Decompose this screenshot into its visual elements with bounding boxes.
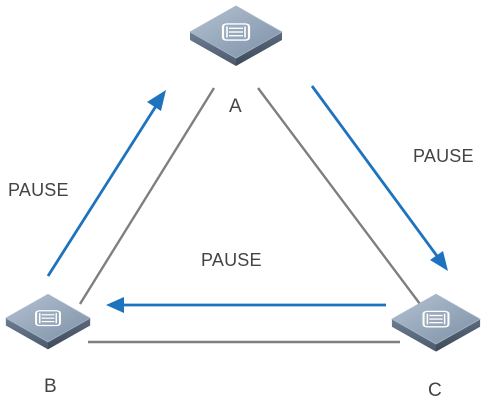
node-label-a: A — [229, 96, 242, 117]
pause-arrow-c-to-b — [106, 297, 386, 313]
pause-arrow-b-to-a — [46, 90, 166, 277]
pause-label-b-to-a: PAUSE — [8, 180, 69, 200]
pause-label-c-to-b: PAUSE — [201, 250, 262, 270]
network-switch-icon — [188, 4, 284, 68]
network-switch-icon — [390, 293, 482, 353]
node-label-b: B — [44, 376, 57, 397]
network-switch-icon — [4, 293, 92, 351]
link-a-c — [257, 87, 421, 305]
node-label-c: C — [428, 380, 442, 401]
pause-arrow-a-to-c — [310, 85, 448, 271]
link-a-b — [78, 87, 216, 305]
pause-label-a-to-c: PAUSE — [413, 146, 474, 166]
